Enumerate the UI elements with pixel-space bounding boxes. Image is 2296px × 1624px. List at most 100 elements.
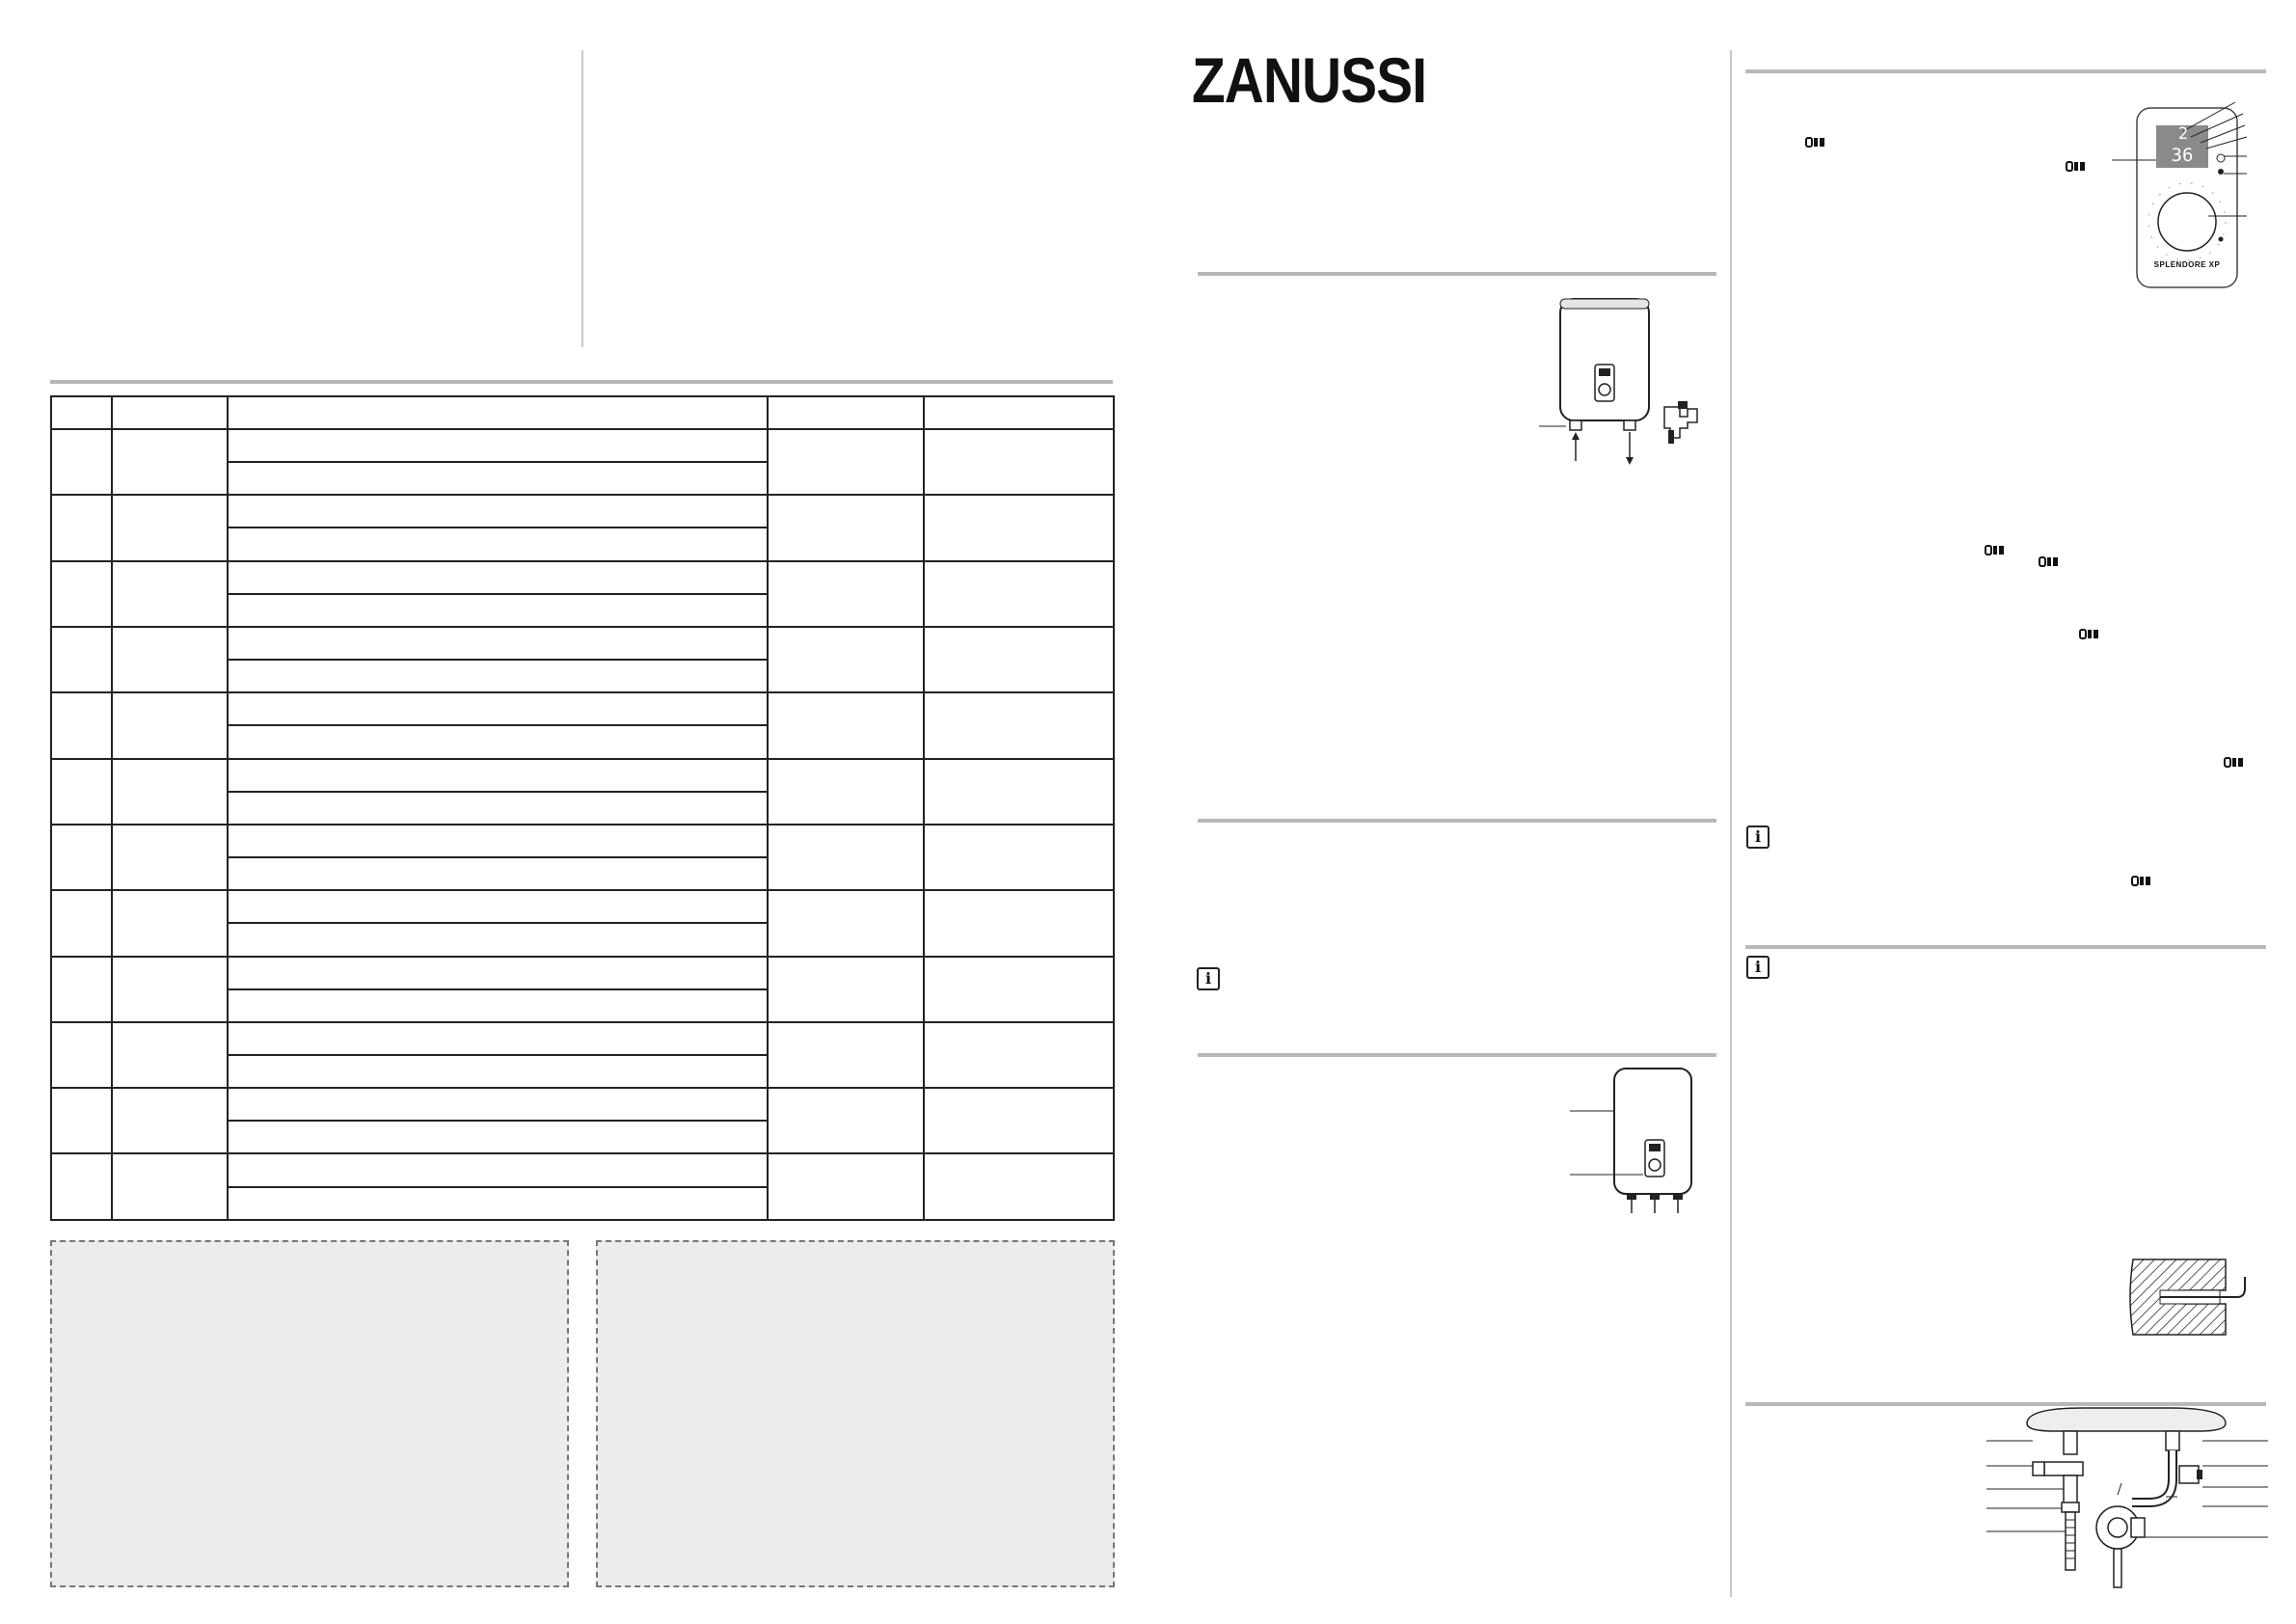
- table-cell: [227, 1053, 769, 1090]
- table-cell: [767, 494, 925, 562]
- table-cell: [767, 1087, 925, 1155]
- table-row: [51, 1120, 1114, 1155]
- table-cell: [923, 625, 1115, 694]
- table-cell: [923, 494, 1115, 562]
- table-cell: [923, 889, 1115, 958]
- table-cell: [50, 955, 113, 1023]
- section-rule-3: [1198, 1053, 1716, 1057]
- table-cell: [111, 427, 229, 497]
- section-rule-1: [1198, 272, 1716, 276]
- brand-logo: ZANUSSI: [1192, 44, 1427, 116]
- table-row: [51, 724, 1114, 760]
- hand-pointer-icon: [2131, 876, 2150, 886]
- table-cell: [923, 1087, 1115, 1155]
- table-header-cell: [767, 395, 925, 430]
- info-icon: i: [1746, 826, 1769, 849]
- table-cell: [111, 955, 229, 1023]
- table-cell: [50, 1087, 113, 1155]
- table-cell: [111, 1020, 229, 1090]
- table-cell: [227, 527, 769, 562]
- top-column-divider: [581, 50, 583, 347]
- table-row: [50, 494, 1115, 562]
- table-row: [51, 659, 1114, 694]
- table-cell: [227, 757, 769, 793]
- table-cell: [227, 1020, 769, 1056]
- hand-pointer-icon: [2039, 556, 2058, 567]
- table-cell: [227, 427, 769, 464]
- table-row: [51, 1053, 1114, 1090]
- table-row: [50, 823, 1115, 892]
- table-row: [51, 988, 1114, 1023]
- table-cell: [50, 691, 113, 760]
- section-rule-6: [1745, 1402, 2266, 1406]
- table-header-cell: [227, 395, 769, 430]
- section-rule-2: [1198, 819, 1716, 823]
- table-cell: [767, 625, 925, 694]
- table-row: [50, 1087, 1115, 1155]
- table-row: [50, 1152, 1115, 1221]
- hand-pointer-icon: [1805, 137, 1824, 148]
- table-row: [50, 1020, 1115, 1090]
- table-cell: [227, 922, 769, 958]
- table-cell: [923, 427, 1115, 497]
- table-row: [50, 559, 1115, 628]
- table-header-cell: [50, 395, 113, 430]
- table-cell: [50, 823, 113, 892]
- table-cell: [111, 889, 229, 958]
- service-record-table: [50, 395, 1115, 1222]
- table-row: [51, 461, 1114, 497]
- table-cell: [111, 559, 229, 628]
- table-cell: [50, 559, 113, 628]
- table-row: [51, 527, 1114, 562]
- water-heater-connection-figure: [1539, 298, 1698, 465]
- table-cell: [767, 1020, 925, 1090]
- table-cell: [227, 1120, 769, 1155]
- table-row: [51, 592, 1114, 628]
- table-cell: [50, 889, 113, 958]
- table-cell: [227, 790, 769, 826]
- control-panel-figure: 2 36 SPLENDORE XP: [2112, 93, 2266, 293]
- page-divider: [1730, 50, 1732, 1597]
- temperature-display-top: 2: [2177, 124, 2189, 144]
- hand-pointer-icon: [1985, 545, 2004, 555]
- section-rule-4: [1745, 69, 2266, 73]
- table-cell: [767, 823, 925, 892]
- table-cell: [227, 1185, 769, 1222]
- table-cell: [50, 757, 113, 826]
- table-cell: [227, 559, 769, 595]
- table-cell: [227, 856, 769, 892]
- table-header-row: [50, 395, 1115, 430]
- table-row: [50, 955, 1115, 1023]
- water-heater-parts-figure: [1570, 1068, 1692, 1213]
- table-row: [50, 757, 1115, 826]
- table-section-rule: [50, 380, 1113, 384]
- table-cell: [767, 955, 925, 1023]
- hand-pointer-icon: [2079, 629, 2098, 639]
- table-row: [50, 625, 1115, 694]
- table-cell: [50, 625, 113, 694]
- table-cell: [923, 559, 1115, 628]
- table-cell: [50, 494, 113, 562]
- table-cell: [111, 494, 229, 562]
- table-cell: [227, 724, 769, 760]
- table-cell: [50, 1152, 113, 1221]
- table-header-cell: [111, 395, 229, 430]
- table-cell: [227, 988, 769, 1023]
- table-cell: [767, 757, 925, 826]
- table-cell: [227, 889, 769, 925]
- table-row: [51, 1185, 1114, 1222]
- section-rule-5: [1745, 945, 2266, 949]
- table-cell: [227, 494, 769, 529]
- table-cell: [111, 691, 229, 760]
- table-cell: [227, 461, 769, 497]
- info-icon: i: [1197, 967, 1220, 990]
- table-cell: [767, 1152, 925, 1221]
- hand-pointer-icon: [2066, 161, 2085, 172]
- table-cell: [111, 757, 229, 826]
- table-row: [50, 889, 1115, 958]
- temperature-display-bottom: 36: [2171, 145, 2194, 166]
- table-header-cell: [923, 395, 1115, 430]
- table-cell: [767, 889, 925, 958]
- table-cell: [111, 625, 229, 694]
- table-cell: [767, 427, 925, 497]
